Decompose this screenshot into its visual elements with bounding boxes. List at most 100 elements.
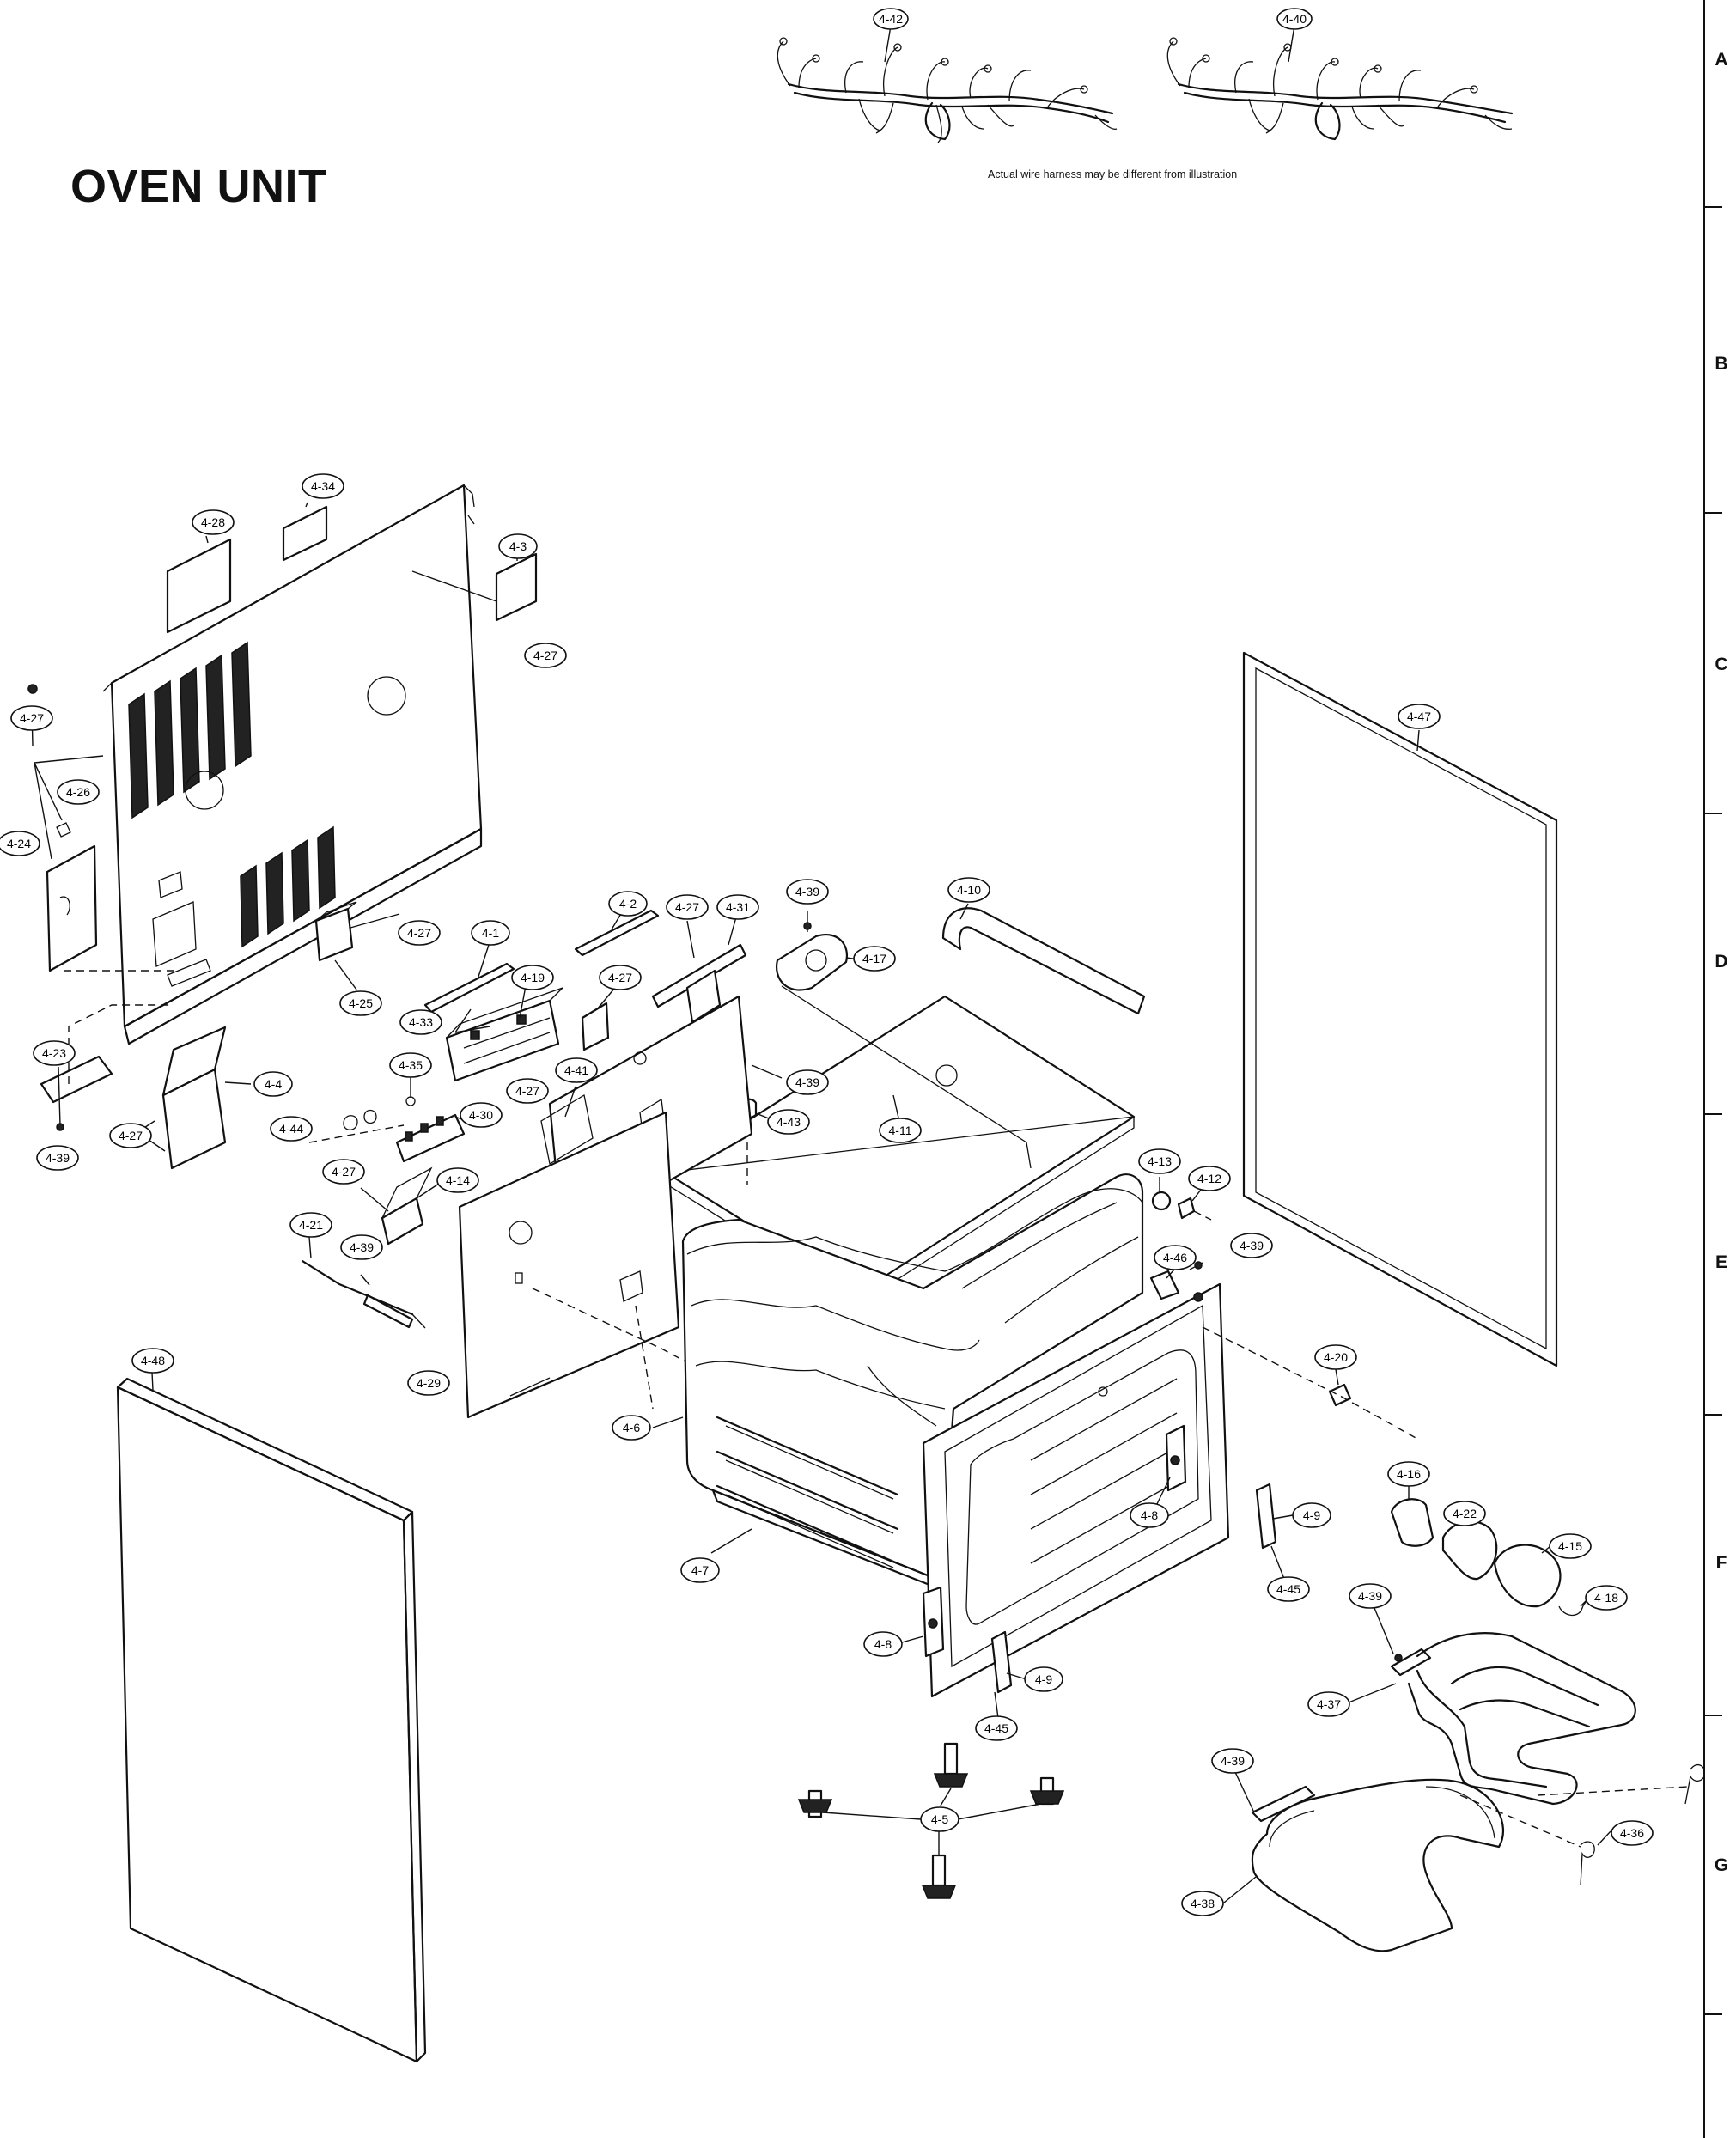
lamp-bulb-4-22 — [1441, 1519, 1498, 1581]
svg-text:4-29: 4-29 — [417, 1376, 441, 1390]
svg-text:4-26: 4-26 — [66, 785, 90, 799]
callout-4-7: 4-7 — [680, 1557, 720, 1583]
callout-4-5: 4-5 — [920, 1806, 959, 1832]
svg-text:4-48: 4-48 — [141, 1354, 165, 1367]
callout-4-40: 4-40 — [1276, 8, 1313, 30]
callout-4-27: 4-27 — [10, 705, 53, 731]
rear-panel — [102, 484, 483, 1045]
svg-text:4-28: 4-28 — [201, 515, 225, 529]
callout-4-13: 4-13 — [1138, 1148, 1181, 1174]
callout-4-37: 4-37 — [1307, 1691, 1350, 1717]
svg-text:4-39: 4-39 — [1358, 1589, 1382, 1603]
svg-text:4-8: 4-8 — [1141, 1508, 1158, 1522]
callout-4-27: 4-27 — [524, 643, 567, 668]
zone-divider — [1705, 512, 1722, 514]
svg-text:4-45: 4-45 — [984, 1721, 1008, 1735]
zone-divider — [1705, 1715, 1722, 1716]
callout-4-29: 4-29 — [407, 1370, 450, 1396]
wire-harness-4-40 — [1166, 25, 1514, 141]
rail-4-2 — [574, 909, 660, 957]
zone-label-a: A — [1715, 50, 1728, 70]
svg-text:4-42: 4-42 — [879, 12, 903, 26]
zone-ruler: A B C D E F G — [1703, 0, 1736, 2138]
zone-divider — [1705, 206, 1722, 208]
probe-4-21 — [301, 1236, 426, 1329]
callout-4-39: 4-39 — [340, 1234, 383, 1260]
svg-text:4-13: 4-13 — [1148, 1154, 1172, 1168]
rail-4-1 — [423, 962, 515, 1014]
callout-4-16: 4-16 — [1387, 1461, 1430, 1487]
callout-4-14: 4-14 — [436, 1167, 479, 1193]
callout-4-19: 4-19 — [511, 965, 554, 990]
callout-4-34: 4-34 — [302, 473, 344, 499]
callout-4-38: 4-38 — [1181, 1891, 1224, 1916]
svg-text:4-16: 4-16 — [1397, 1467, 1421, 1481]
svg-text:4-34: 4-34 — [311, 479, 335, 493]
callout-4-44: 4-44 — [270, 1116, 313, 1142]
svg-text:4-9: 4-9 — [1035, 1672, 1052, 1686]
callout-4-39: 4-39 — [786, 879, 829, 905]
hinge-4-8-right — [1154, 1424, 1187, 1508]
hinge-4-8-left — [901, 1586, 945, 1658]
callout-4-45: 4-45 — [1267, 1576, 1310, 1602]
svg-text:4-19: 4-19 — [521, 971, 545, 984]
svg-text:4-40: 4-40 — [1282, 12, 1307, 26]
clip-4-36 — [1459, 1763, 1703, 1886]
callout-4-41: 4-41 — [555, 1057, 598, 1083]
svg-text:4-1: 4-1 — [482, 926, 499, 940]
callout-4-27: 4-27 — [109, 1123, 152, 1148]
callout-4-21: 4-21 — [289, 1212, 332, 1238]
svg-text:4-43: 4-43 — [777, 1115, 801, 1129]
hinge-4-9-left — [990, 1630, 1027, 1719]
callout-4-36: 4-36 — [1611, 1820, 1654, 1846]
zone-label-b: B — [1715, 354, 1728, 374]
callout-4-18: 4-18 — [1585, 1585, 1628, 1611]
harness-caption: Actual wire harness may be different fro… — [988, 168, 1238, 180]
svg-text:4-33: 4-33 — [409, 1015, 433, 1029]
terminal-block-4-30 — [308, 1075, 466, 1163]
lamp-socket-4-16 — [1390, 1486, 1434, 1547]
zone-divider — [1705, 1113, 1722, 1115]
callout-4-9: 4-9 — [1024, 1666, 1063, 1692]
label-4-3 — [495, 552, 538, 622]
zone-label-g: G — [1714, 1855, 1729, 1875]
svg-text:4-21: 4-21 — [299, 1218, 323, 1232]
callout-4-26: 4-26 — [57, 779, 100, 805]
svg-text:4-5: 4-5 — [931, 1812, 948, 1826]
broil-element-4-37 — [1348, 1607, 1636, 1806]
ring-bracket-4-17 — [775, 911, 860, 991]
callout-4-30: 4-30 — [460, 1102, 503, 1128]
fitting-4-13 — [1151, 1177, 1172, 1211]
callout-4-8: 4-8 — [863, 1631, 903, 1657]
label-4-28 — [166, 538, 232, 634]
svg-text:4-39: 4-39 — [1240, 1239, 1264, 1252]
callout-4-48: 4-48 — [131, 1348, 174, 1374]
svg-text:4-22: 4-22 — [1453, 1507, 1477, 1520]
bracket-4-4 — [161, 1026, 252, 1170]
svg-text:4-11: 4-11 — [889, 1124, 912, 1137]
cover-4-24 — [46, 844, 98, 972]
zone-label-f: F — [1715, 1553, 1727, 1573]
svg-text:4-39: 4-39 — [795, 885, 819, 898]
callout-4-46: 4-46 — [1154, 1245, 1197, 1270]
zone-label-d: D — [1715, 952, 1728, 972]
svg-text:4-27: 4-27 — [119, 1129, 143, 1142]
svg-text:4-6: 4-6 — [623, 1421, 640, 1434]
svg-text:4-38: 4-38 — [1191, 1897, 1215, 1910]
callout-4-6: 4-6 — [612, 1415, 651, 1441]
svg-text:4-39: 4-39 — [46, 1151, 70, 1165]
svg-text:4-39: 4-39 — [1221, 1754, 1245, 1768]
svg-text:4-45: 4-45 — [1276, 1582, 1300, 1596]
callout-4-3: 4-3 — [498, 533, 538, 559]
wire-harness-4-42 — [777, 25, 1118, 143]
callout-4-39: 4-39 — [36, 1145, 79, 1171]
svg-text:4-14: 4-14 — [446, 1173, 470, 1187]
zone-divider — [1705, 2013, 1722, 2015]
lamp-cover-4-15 — [1493, 1544, 1562, 1608]
callout-4-25: 4-25 — [339, 990, 382, 1016]
side-panel-4-48 — [116, 1372, 427, 2063]
callout-4-27: 4-27 — [398, 920, 441, 946]
svg-text:4-27: 4-27 — [608, 971, 632, 984]
svg-text:4-7: 4-7 — [691, 1563, 709, 1577]
callout-4-11: 4-11 — [879, 1118, 922, 1143]
